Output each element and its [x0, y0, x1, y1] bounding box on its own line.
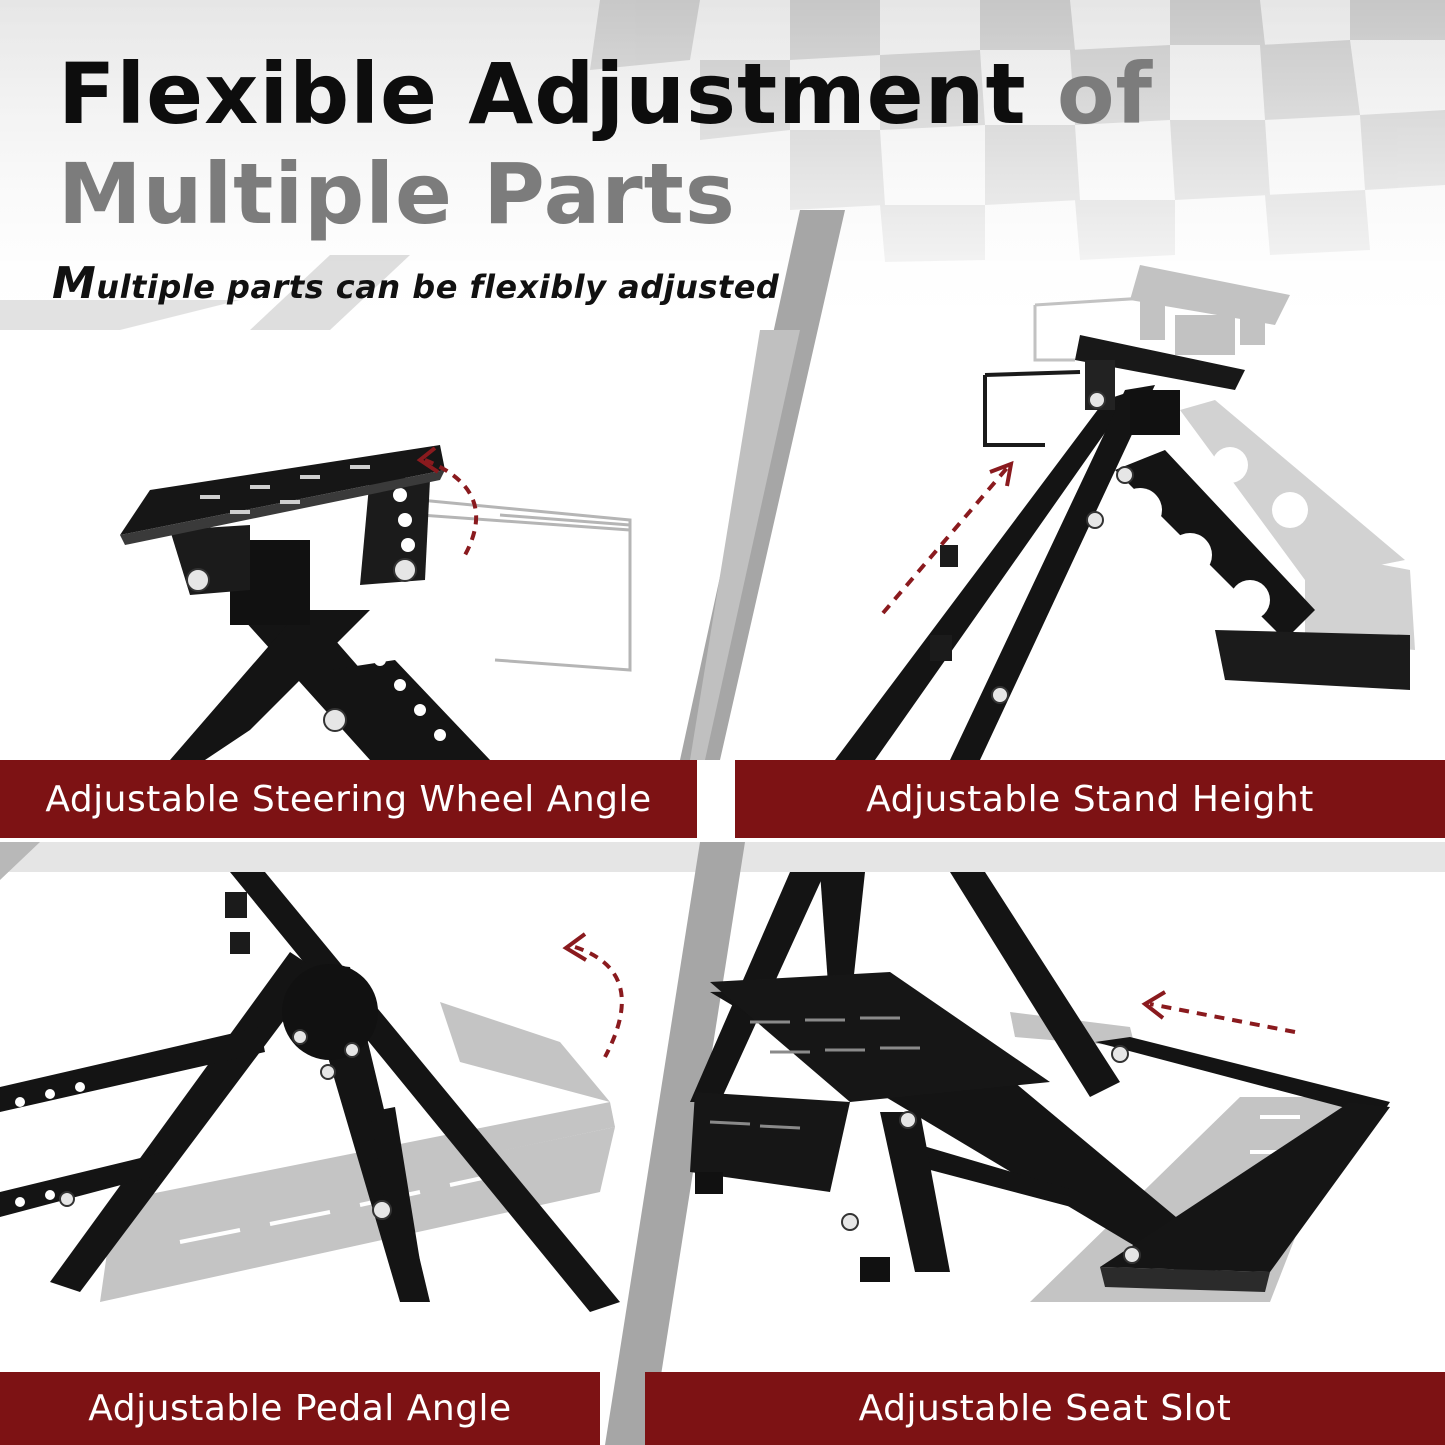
steering-mount-illustration [120, 445, 632, 760]
panel-steering-wheel-angle [0, 330, 720, 760]
caption-banner-pedal: Adjustable Pedal Angle [0, 1372, 600, 1445]
pedal-angle-illustration [0, 872, 624, 1312]
dashed-straight-arrow-icon [881, 460, 1014, 615]
upper-plate-image [1075, 335, 1245, 390]
caption-banner-stand: Adjustable Stand Height [735, 760, 1445, 838]
frame-legs-image [170, 600, 490, 760]
seat-slot-illustration [690, 872, 1390, 1302]
panel-stand-height [745, 250, 1445, 760]
subtitle-text: ultiple parts can be flexibly adjusted [96, 268, 780, 306]
seat-slot-rail-image [1100, 1102, 1390, 1272]
stand-height-illustration [835, 265, 1415, 760]
headline-gray-word: of [1056, 45, 1154, 143]
checkered-flag-background [0, 0, 1445, 330]
pedal-tray-image [690, 972, 1050, 1192]
dashed-straight-arrow-icon [1141, 990, 1296, 1034]
caption-banner-steering: Adjustable Steering Wheel Angle [0, 760, 697, 838]
caption-stand-height: Adjustable Stand Height [866, 778, 1314, 820]
headline-second-line: Multiple Parts [58, 145, 736, 243]
subtitle: Multiple parts can be flexibly adjusted [52, 258, 779, 309]
panel-seat-slot [650, 872, 1445, 1372]
panel-pedal-angle [0, 872, 650, 1372]
caption-banner-seat: Adjustable Seat Slot [645, 1372, 1445, 1445]
dashed-curved-arrow-icon [562, 932, 624, 1058]
caption-seat-slot: Adjustable Seat Slot [858, 1388, 1232, 1429]
hinge-disc-image [282, 964, 378, 1060]
caption-steering-wheel-angle: Adjustable Steering Wheel Angle [45, 778, 652, 820]
ghost-plate-image [418, 498, 632, 672]
subtitle-initial: M [52, 258, 97, 309]
caption-pedal-angle: Adjustable Pedal Angle [88, 1388, 512, 1429]
main-headline: Flexible Adjustment of Multiple Parts [58, 44, 1153, 244]
headline-bold-text: Flexible Adjustment [58, 45, 1027, 143]
ghost-pedal-arm-image [1180, 400, 1415, 650]
dashed-curved-arrow-icon [416, 446, 479, 556]
ghost-upper-plate-image [1130, 265, 1290, 355]
